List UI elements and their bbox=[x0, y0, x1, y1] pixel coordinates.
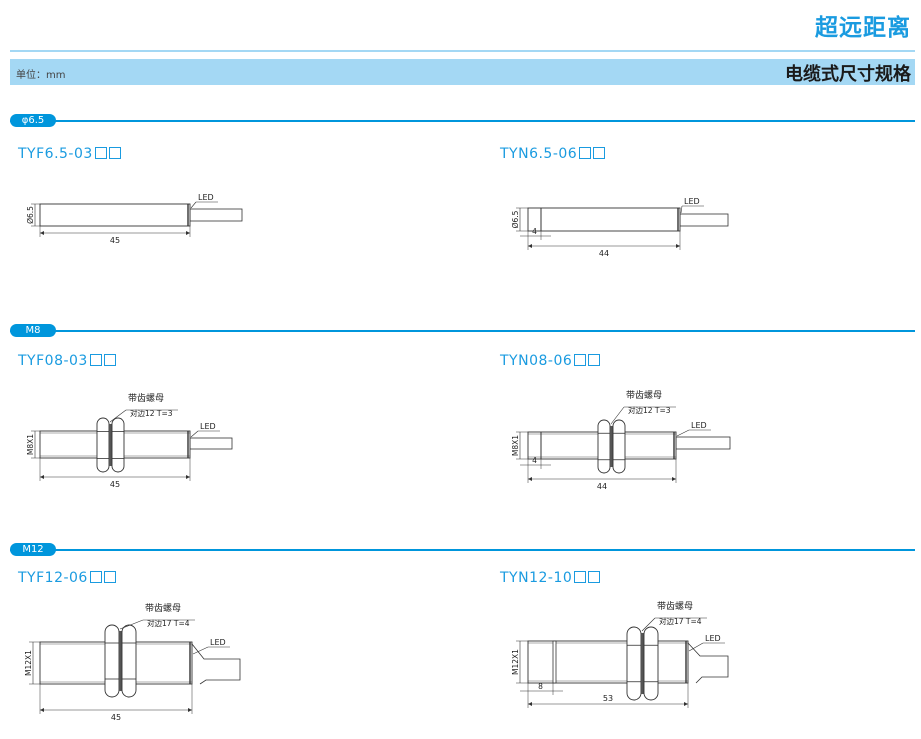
section-tag-m12: M12 bbox=[10, 543, 56, 556]
drawing-label: LED bbox=[198, 193, 214, 202]
drawing-label: 对边12 T=3 bbox=[130, 408, 173, 418]
model-title: TYF08-03 bbox=[18, 353, 116, 369]
unit-label: 单位：mm bbox=[16, 70, 66, 81]
drawing-label: 8 bbox=[538, 682, 543, 691]
model-title: TYN08-06 bbox=[500, 353, 601, 369]
model-title: TYN6.5-06 bbox=[500, 146, 606, 162]
drawing-label: 45 bbox=[111, 713, 121, 722]
drawing-label: LED bbox=[210, 638, 226, 647]
drawing-label: 45 bbox=[110, 480, 120, 489]
section-divider bbox=[10, 120, 915, 122]
drawing-label: M12X1 bbox=[511, 649, 520, 675]
section-title: 电缆式尺寸规格 bbox=[785, 64, 911, 85]
model-title: TYF6.5-03 bbox=[18, 146, 121, 162]
drawing-label: M12X1 bbox=[24, 650, 33, 676]
cable bbox=[675, 436, 731, 450]
cable bbox=[687, 642, 729, 684]
drawing-label: LED bbox=[691, 421, 707, 430]
drawing-label: 对边17 T=4 bbox=[147, 618, 190, 628]
drawing-label: 4 bbox=[532, 227, 537, 236]
sensor-drawing: LED Ø6.5 45 bbox=[26, 193, 243, 245]
model-name: TYF6.5-03 bbox=[18, 146, 93, 162]
drawing-label: 对边12 T=3 bbox=[628, 405, 671, 415]
model-name: TYF12-06 bbox=[18, 570, 88, 586]
divider bbox=[10, 50, 915, 52]
model-name: TYN08-06 bbox=[500, 353, 573, 369]
drawing-label: LED bbox=[705, 634, 721, 643]
page-title: 超远距离 bbox=[815, 15, 911, 41]
cable bbox=[191, 643, 241, 685]
drawing-label: M8X1 bbox=[511, 435, 520, 456]
drawing-label: 带齿螺母 bbox=[657, 601, 693, 612]
header-band: 单位：mm 电缆式尺寸规格 bbox=[10, 59, 915, 85]
drawing-label: 带齿螺母 bbox=[145, 603, 181, 614]
drawing-label: 45 bbox=[110, 236, 120, 245]
drawing-label: Ø6.5 bbox=[26, 206, 35, 224]
drawing-label: 4 bbox=[532, 456, 537, 465]
drawing-label: LED bbox=[684, 197, 700, 206]
model-title: TYF12-06 bbox=[18, 570, 116, 586]
drawing-label: 带齿螺母 bbox=[128, 393, 164, 404]
section-tag-phi6-5: φ6.5 bbox=[10, 114, 56, 127]
cable bbox=[679, 213, 729, 227]
drawing-label: LED bbox=[200, 422, 216, 431]
sensor-body bbox=[527, 207, 681, 232]
model-name: TYF08-03 bbox=[18, 353, 88, 369]
drawing-label: 带齿螺母 bbox=[626, 390, 662, 401]
drawing-label: 对边17 T=4 bbox=[659, 616, 702, 626]
model-title: TYN12-10 bbox=[500, 570, 601, 586]
drawing-label: 44 bbox=[597, 482, 607, 491]
drawing-label: M8X1 bbox=[26, 434, 35, 455]
section-divider bbox=[10, 549, 915, 551]
model-name: TYN6.5-06 bbox=[500, 146, 578, 162]
section-tag-m8: M8 bbox=[10, 324, 56, 337]
cable bbox=[189, 437, 233, 450]
section-divider bbox=[10, 330, 915, 332]
model-name: TYN12-10 bbox=[500, 570, 573, 586]
sensor-body bbox=[39, 203, 191, 227]
cable bbox=[189, 208, 243, 222]
drawing-label: Ø6.5 bbox=[511, 210, 520, 228]
sensor-body bbox=[527, 640, 689, 684]
drawing-label: 44 bbox=[599, 249, 609, 258]
drawing-label: 53 bbox=[603, 694, 613, 703]
